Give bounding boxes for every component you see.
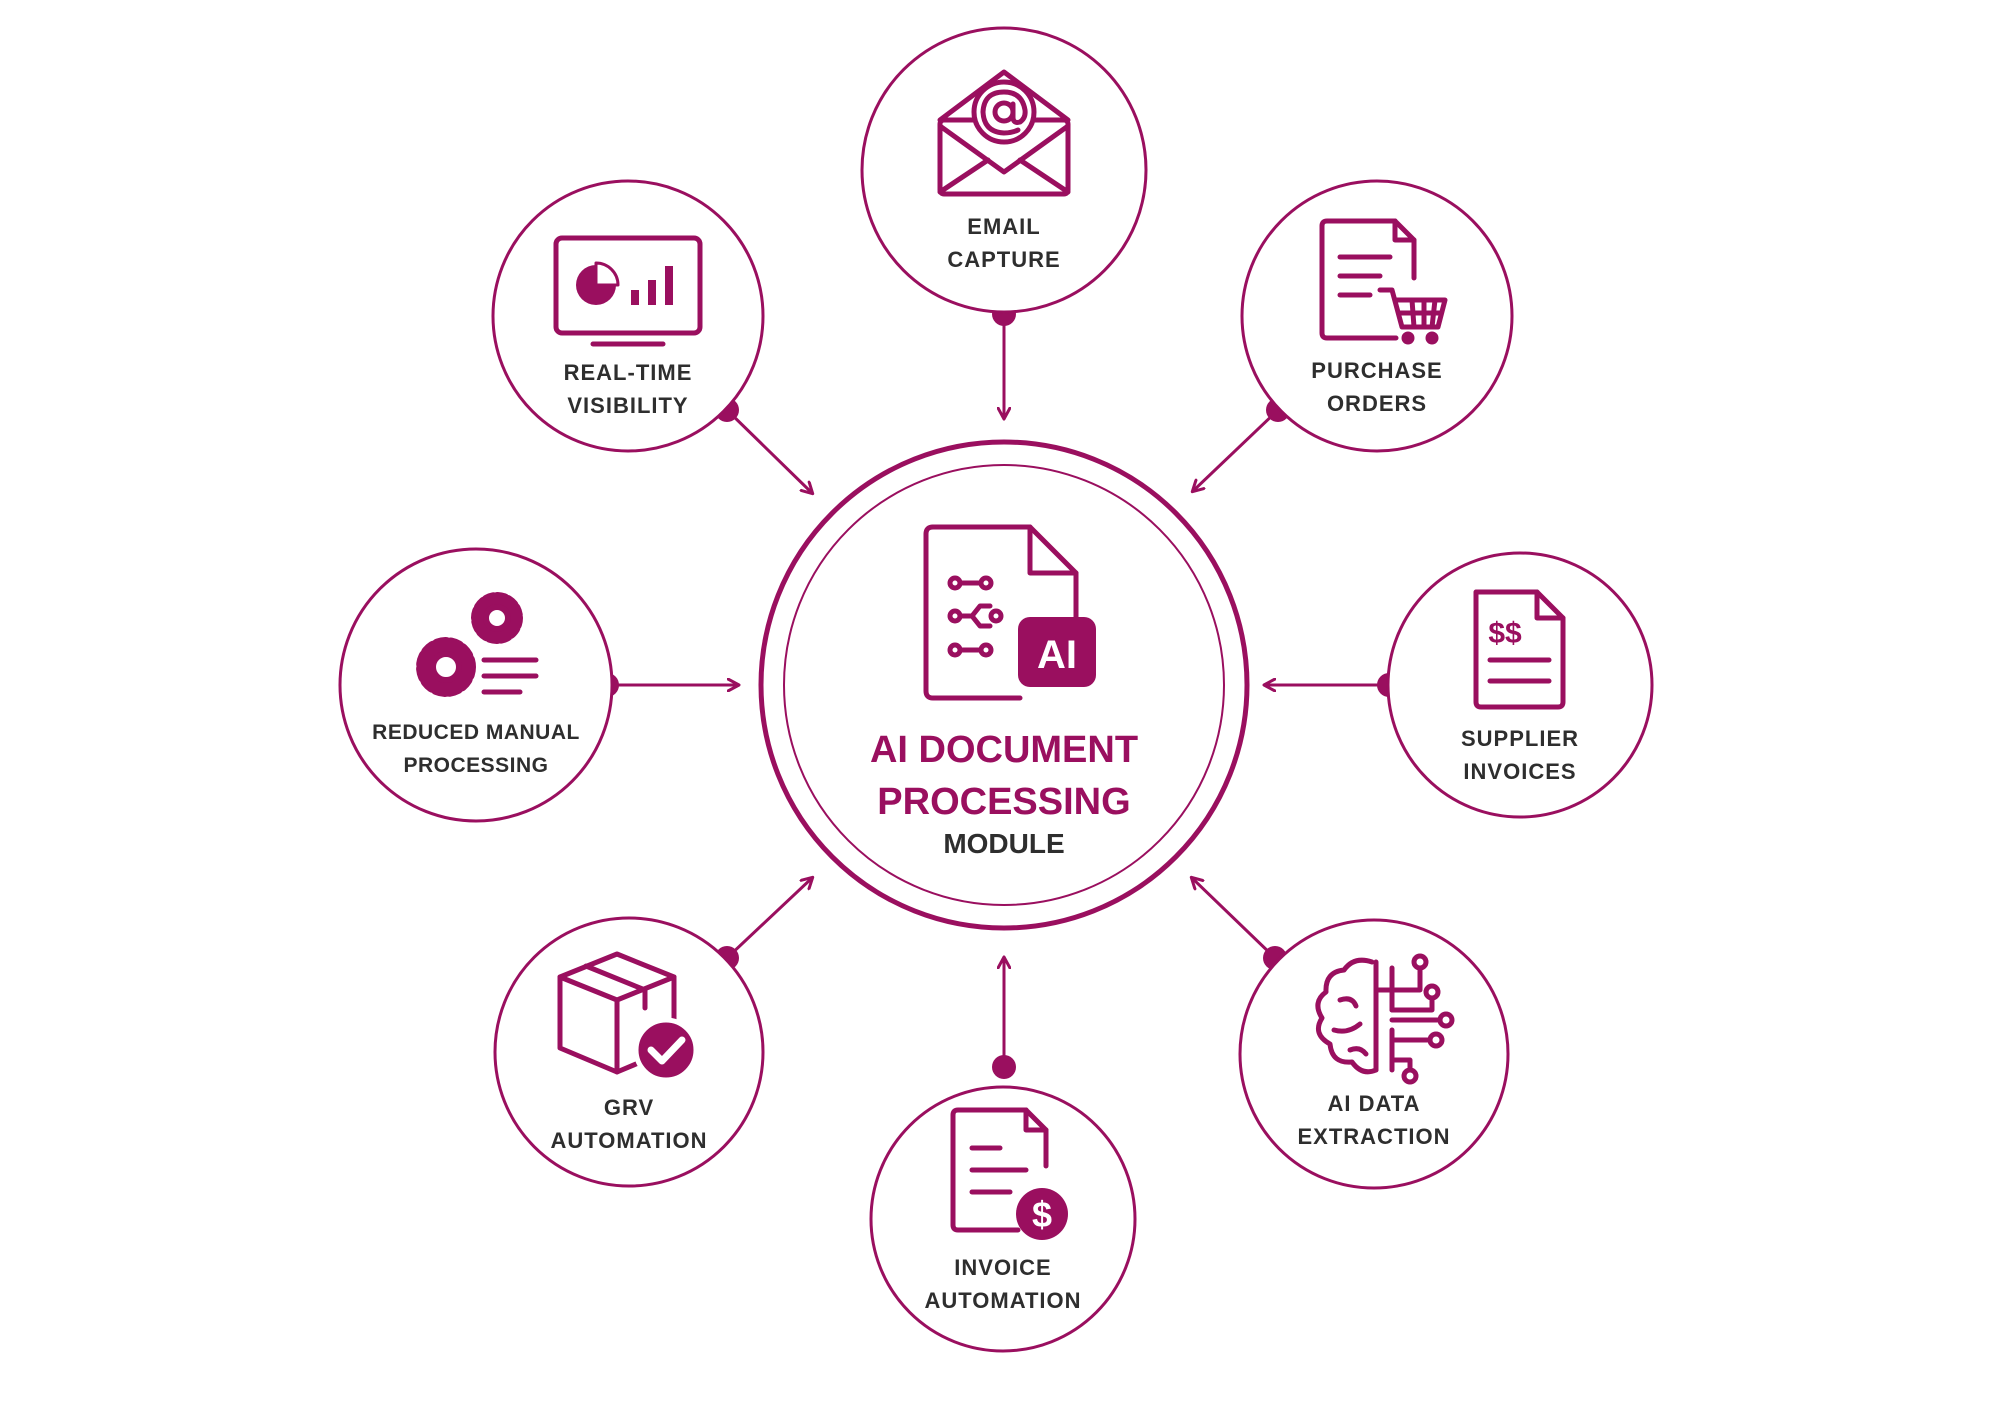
node-visibility-label-line-1: REAL-TIME (563, 360, 693, 385)
node-invoice-label: INVOICE AUTOMATION (903, 1251, 1103, 1317)
connector-visibility (715, 398, 812, 493)
ai-badge (1018, 617, 1096, 687)
node-visibility-circle (491, 179, 765, 453)
envelope-at-icon (937, 69, 1071, 197)
invoice-dollar-icon: $$ (1473, 589, 1566, 710)
node-invoice-label-line-2: AUTOMATION (924, 1288, 1082, 1313)
hub-subtitle: MODULE (943, 828, 1065, 859)
document-cart-icon (1319, 218, 1448, 345)
node-invoice-label-line-1: INVOICE (954, 1255, 1052, 1280)
node-invoice-circle (869, 1085, 1137, 1353)
brain-circuit-icon (1315, 953, 1455, 1085)
ai-document-icon (923, 524, 1079, 701)
node-email-label: EMAIL CAPTURE (904, 210, 1104, 276)
node-purchase-label: PURCHASE ORDERS (1277, 354, 1477, 420)
ai-badge-text: AI (1037, 633, 1077, 677)
hub-outer-ring (758, 439, 1250, 931)
hub-title-line-1: AI DOCUMENT (869, 729, 1139, 771)
node-supplier-label: SUPPLIER INVOICES (1420, 722, 1620, 788)
node-manual-label-line-2: PROCESSING (403, 754, 549, 777)
node-email-label-line-2: CAPTURE (947, 247, 1061, 272)
connector-extraction (1192, 878, 1287, 970)
box-check-icon (557, 951, 699, 1083)
gears-icon (416, 592, 539, 697)
connector-grv (715, 878, 812, 970)
node-manual-label: REDUCED MANUAL PROCESSING (346, 716, 606, 782)
node-visibility-label-line-2: VISIBILITY (567, 393, 689, 418)
document-dollar-icon: $ (950, 1107, 1068, 1240)
connector-manual (595, 673, 738, 697)
svg-text:$: $ (1032, 1194, 1052, 1235)
node-purchase-label-line-1: PURCHASE (1311, 358, 1443, 383)
central-hub: AI (758, 439, 1250, 931)
node-extraction-label: AI DATA EXTRACTION (1274, 1087, 1474, 1153)
node-manual-label-line-1: REDUCED MANUAL (372, 721, 580, 744)
node-extraction-label-line-1: AI DATA (1327, 1091, 1421, 1116)
node-supplier-label-line-2: INVOICES (1463, 759, 1577, 784)
node-grv-label-line-1: GRV (603, 1095, 655, 1120)
node-grv-label-line-2: AUTOMATION (550, 1128, 708, 1153)
connector-purchase (1193, 398, 1290, 491)
svg-text:$$: $$ (1488, 617, 1522, 650)
node-purchase-label-line-2: ORDERS (1326, 391, 1428, 416)
node-grv-label: GRV AUTOMATION (529, 1091, 729, 1157)
node-supplier-label-line-1: SUPPLIER (1460, 726, 1580, 751)
node-manual-circle (338, 547, 614, 823)
node-supplier-circle (1386, 551, 1654, 819)
hub-title-line-2: PROCESSING (877, 781, 1131, 823)
node-purchase-circle (1240, 179, 1514, 453)
connector-supplier (1265, 673, 1401, 697)
hub-title: AI DOCUMENT PROCESSING (804, 724, 1204, 828)
node-email-label-line-1: EMAIL (967, 214, 1041, 239)
connector-invoice (992, 958, 1016, 1079)
node-visibility-label: REAL-TIME VISIBILITY (528, 356, 728, 422)
monitor-chart-icon (553, 235, 703, 347)
node-extraction-label-line-2: EXTRACTION (1297, 1124, 1451, 1149)
connector-email (992, 302, 1016, 418)
hub-inner-ring (783, 464, 1225, 906)
